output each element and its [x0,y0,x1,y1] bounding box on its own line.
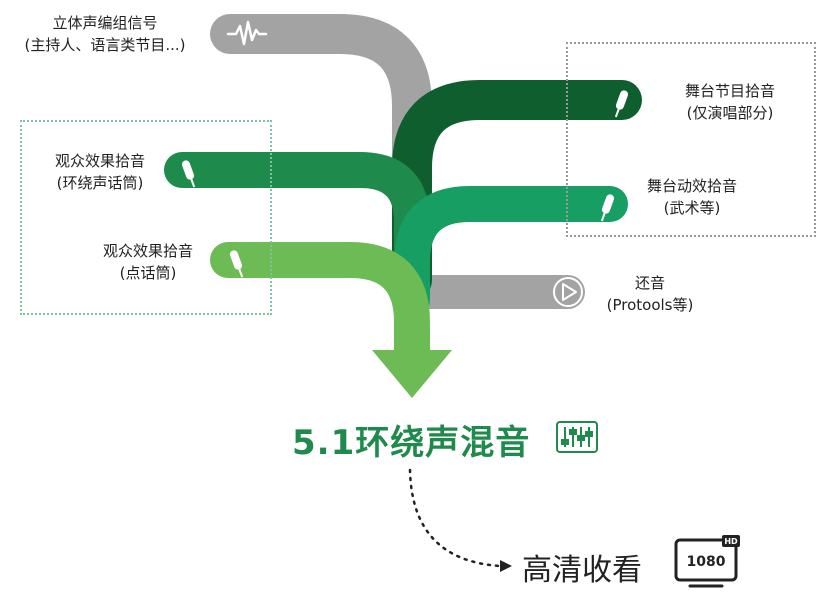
tv-hd-badge: HD [724,537,738,546]
stage-program-label: 舞台节目拾音 (仅演唱部分) [660,80,800,124]
mix-arrow-head [372,350,452,398]
stereo-band [210,14,432,300]
stage-motion-label: 舞台动效拾音 (武术等) [622,175,762,219]
stage-motion-label-line1: 舞台动效拾音 [646,177,737,195]
audience-spot-label: 观众效果拾音 (点话筒) [78,240,218,284]
audience-spot-label-line1: 观众效果拾音 [102,242,193,260]
output-label: 高清收看 [522,553,642,588]
stereo-label-line1: 立体声编组信号 [52,14,158,32]
audience-surround-label-line2: (环绕声话筒) [56,174,144,192]
tv-resolution-text: 1080 [687,554,726,570]
audience-spot-band [210,242,430,370]
audience-surround-label-line1: 观众效果拾音 [54,152,145,170]
microphone-icon [229,250,244,278]
tv-icon: HD 1080 [674,535,740,588]
stereo-label-line2: (主持人、语言类节目...) [24,36,186,54]
microphone-icon [600,194,615,222]
playback-label: 还音 (Protools等) [585,272,715,316]
microphone-icon [614,90,629,118]
playback-label-line1: 还音 [634,274,665,292]
connector-arrow-head [500,560,512,572]
mix-title: 5.1环绕声混音 [292,423,531,463]
play-icon [553,277,583,307]
stage-motion-label-line2: (武术等) [663,199,721,217]
microphone-icon [181,160,196,188]
audience-spot-label-line2: (点话筒) [119,264,177,282]
mixer-icon [556,421,598,453]
stage-program-label-line2: (仅演唱部分) [686,104,774,122]
stage-program-band [392,80,642,300]
playback-label-line2: (Protools等) [606,296,694,314]
audience-group-box [20,120,272,315]
stereo-label: 立体声编组信号 (主持人、语言类节目...) [5,12,205,56]
waveform-icon [226,20,268,46]
stage-motion-band [394,186,628,318]
audience-surround-label: 观众效果拾音 (环绕声话筒) [30,150,170,194]
stage-group-box [566,42,816,237]
stage-program-label-line1: 舞台节目拾音 [684,82,775,100]
output-connector [408,468,502,568]
